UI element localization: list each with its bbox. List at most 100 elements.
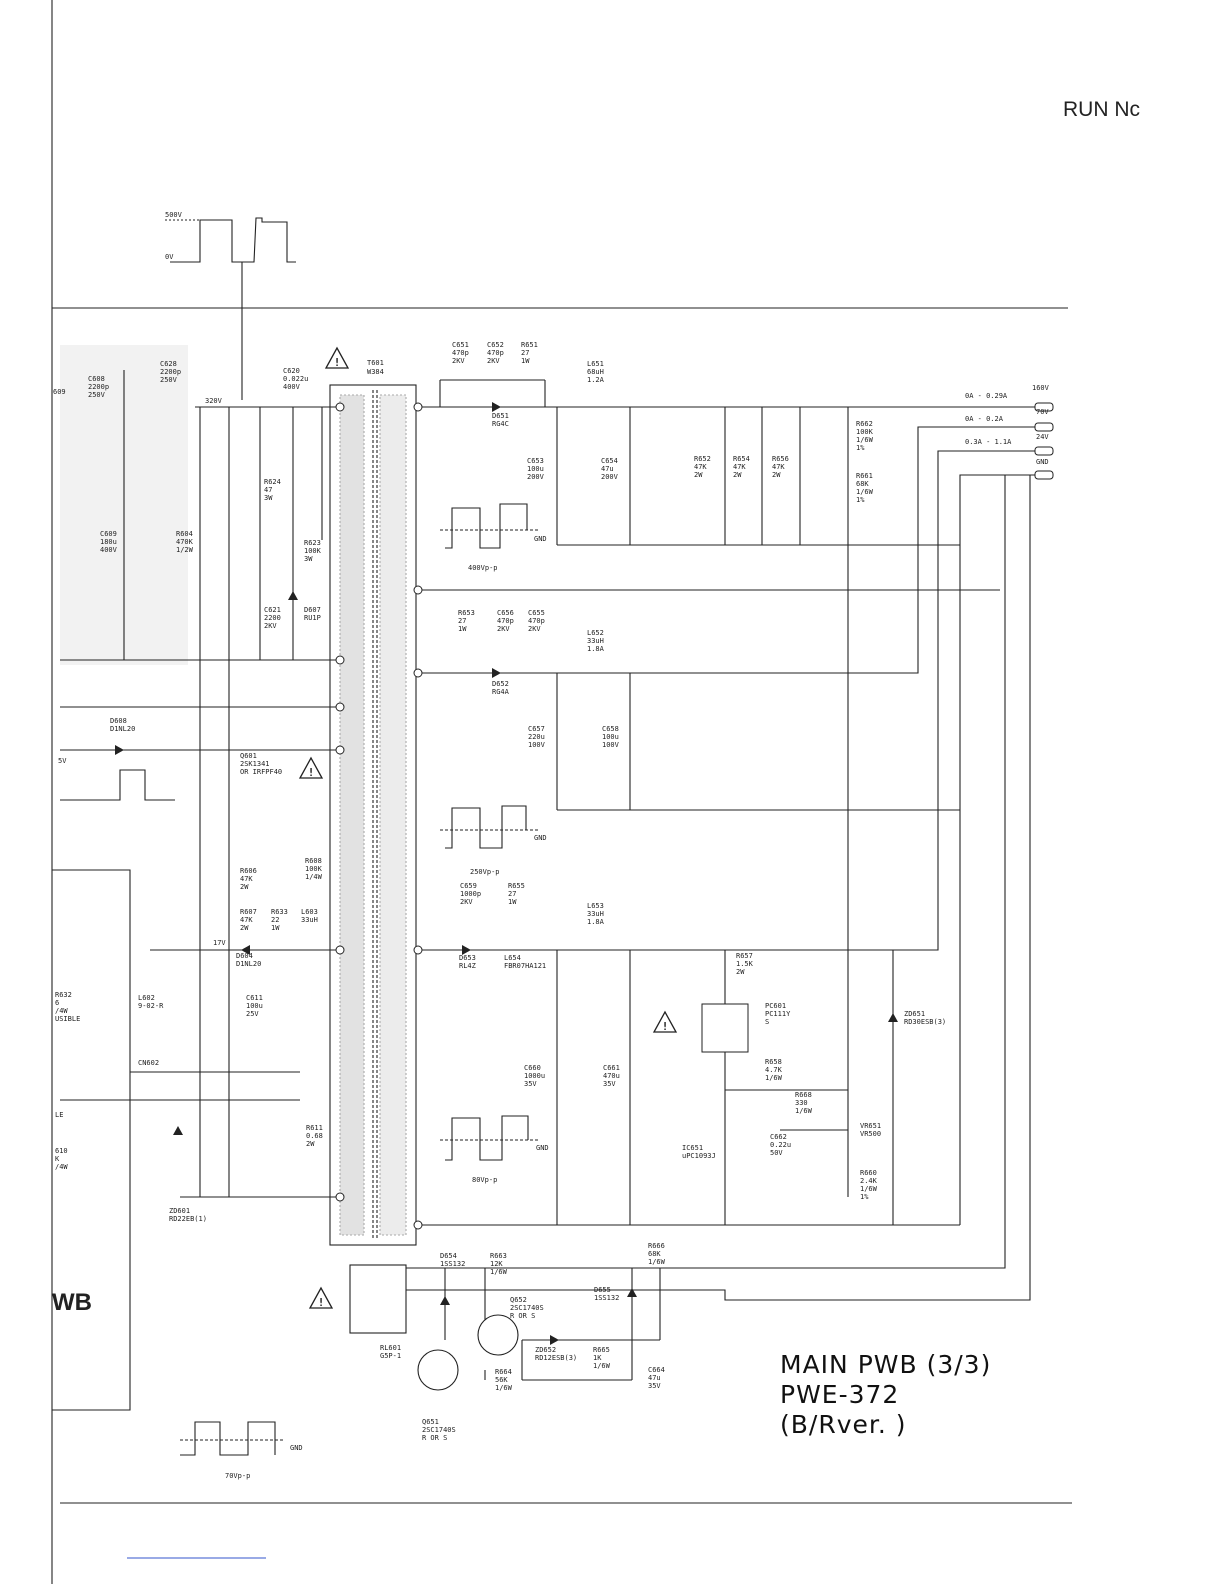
component-label-line: 50V <box>770 1149 783 1157</box>
component-label-line: PC601 <box>765 1002 786 1010</box>
component-label-line: 470p <box>452 349 469 357</box>
waveform-top-high-label: 500V <box>165 211 183 219</box>
component-label-line: 2.4K <box>860 1177 878 1185</box>
component-label-line: RD12ESB(3) <box>535 1354 577 1362</box>
d654-diode <box>440 1296 450 1305</box>
output-voltage-gnd: GND <box>1036 458 1049 466</box>
component-label-line: 47u <box>601 465 614 473</box>
component-label-line: C621 <box>264 606 281 614</box>
warning-icon <box>324 346 350 369</box>
component-label-line: 1000p <box>460 890 481 898</box>
warning-mark: ! <box>662 1020 669 1033</box>
component-label-line: 27 <box>458 617 466 625</box>
component-label-line: R607 <box>240 908 257 916</box>
component-label-line: R657 <box>736 952 753 960</box>
component-label-line: C661 <box>603 1064 620 1072</box>
component-label-line: R656 <box>772 455 789 463</box>
d651-diode <box>492 402 501 412</box>
output-current-70v: 0A - 0.2A <box>965 415 1004 423</box>
component-label-line: 1/6W <box>856 488 874 496</box>
component-label-line: 2KV <box>528 625 541 633</box>
component-label-line: C651 <box>452 341 469 349</box>
component-label-line: D651 <box>492 412 509 420</box>
component-label-line: R668 <box>795 1091 812 1099</box>
component-label-line: D608 <box>110 717 127 725</box>
transformer-pin <box>413 668 423 678</box>
component-label-line: 1.8A <box>587 645 605 653</box>
component-label-line: 2W <box>694 471 703 479</box>
component-label-line: RG4C <box>492 420 509 428</box>
waveform-250v-label: 250Vp-p <box>470 868 500 876</box>
d607-diode <box>288 591 298 600</box>
component-label-line: S <box>765 1018 769 1026</box>
component-label-line: VR500 <box>860 1130 881 1138</box>
component-label-line: D604 <box>236 952 253 960</box>
component-label-line: ZD651 <box>904 1010 925 1018</box>
zd601-diode <box>173 1126 183 1135</box>
component-label-line: 1% <box>856 496 865 504</box>
component-label-line: VR651 <box>860 1122 881 1130</box>
component-label-line: 9-02-R <box>138 1002 164 1010</box>
waveform-5v <box>60 769 175 801</box>
component-label-line: L653 <box>587 902 604 910</box>
component-label-line: D1NL20 <box>236 960 261 968</box>
component-label-line: L602 <box>138 994 155 1002</box>
component-label-line: 47K <box>240 875 253 883</box>
component-label-line: 35V <box>603 1080 616 1088</box>
component-label-line: 35V <box>524 1080 537 1088</box>
component-label-left-609: 609 <box>53 388 66 396</box>
component-label-line: 2W <box>306 1140 315 1148</box>
transformer-part-label: W384 <box>367 368 384 376</box>
component-label-line: 33uH <box>587 637 604 645</box>
component-label-line: ZD652 <box>535 1346 556 1354</box>
component-label-line: 2W <box>772 471 781 479</box>
transformer-ref-label: T601 <box>367 359 384 367</box>
output-current-24v: 0.3A - 1.1A <box>965 438 1012 446</box>
component-label-line: K <box>55 1155 60 1163</box>
component-label-line: 1W <box>458 625 467 633</box>
component-label-line: 1/6W <box>765 1074 783 1082</box>
component-label-line: 1SS132 <box>594 1294 619 1302</box>
component-label-line: 47K <box>694 463 707 471</box>
component-label-line: 68uH <box>587 368 604 376</box>
transformer-pin <box>335 1192 345 1202</box>
component-label-line: 1.5K <box>736 960 754 968</box>
component-label-line: C657 <box>528 725 545 733</box>
component-label-line: R623 <box>304 539 321 547</box>
warning-icon <box>298 756 324 779</box>
component-label-line: 33uH <box>587 910 604 918</box>
component-label-line: 22 <box>271 916 279 924</box>
component-label-line: C656 <box>497 609 514 617</box>
component-label-line: 180u <box>100 538 117 546</box>
waveform-70v <box>180 1421 276 1456</box>
component-label-line: 400V <box>283 383 301 391</box>
board-title: MAIN PWB (3/3) <box>780 1350 992 1379</box>
component-label-line: C611 <box>246 994 263 1002</box>
component-label-line: D653 <box>459 954 476 962</box>
component-label-line: /4W <box>55 1007 68 1015</box>
component-label-line: 400V <box>100 546 118 554</box>
component-label-line: D655 <box>594 1286 611 1294</box>
